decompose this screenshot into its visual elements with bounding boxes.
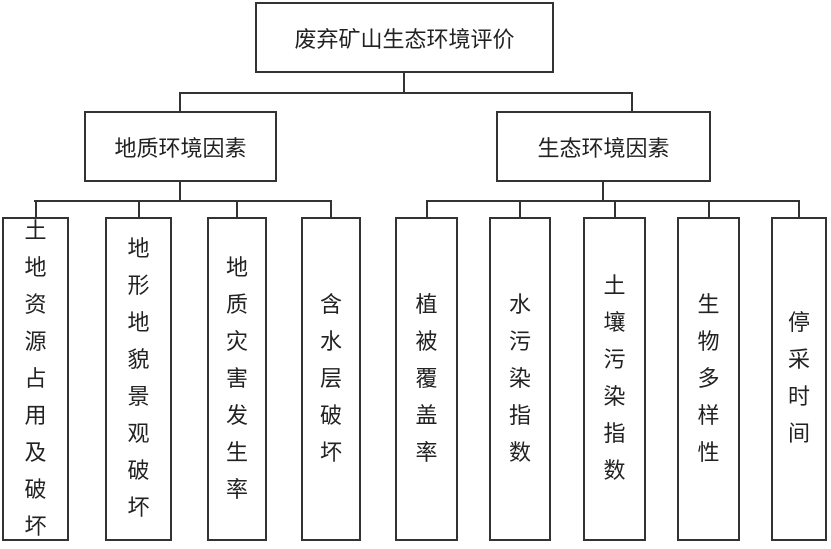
connector [179, 92, 633, 94]
leaf-node: 土壤污染指数 [583, 217, 646, 541]
leaf-label: 地质灾害发生率 [225, 255, 248, 503]
leaf-node: 地形地貌景观破坏 [105, 217, 172, 541]
connector [708, 200, 710, 219]
leaf-node: 地质灾害发生率 [207, 217, 267, 541]
group-label: 地质环境因素 [114, 136, 247, 162]
leaf-label: 生物多样性 [697, 292, 720, 466]
connector [614, 200, 616, 219]
leaf-node: 停采时间 [771, 217, 827, 541]
connector [403, 72, 405, 94]
leaf-node: 生物多样性 [677, 217, 740, 541]
root-label: 废弃矿山生态环境评价 [294, 27, 515, 53]
leaf-label: 含水层破坏 [319, 292, 342, 466]
connector [426, 200, 428, 219]
connector [631, 92, 633, 113]
connector [138, 200, 140, 219]
connector [34, 200, 332, 202]
connector [236, 200, 238, 219]
leaf-label: 土地资源占用及破坏 [24, 218, 47, 540]
root-node: 废弃矿山生态环境评价 [255, 2, 554, 73]
connector [179, 92, 181, 113]
leaf-label: 地形地貌景观破坏 [127, 237, 150, 521]
group-ecology: 生态环境因素 [496, 111, 711, 182]
connector [35, 200, 37, 219]
leaf-label: 植被覆盖率 [415, 292, 438, 466]
connector [179, 181, 181, 202]
group-label: 生态环境因素 [537, 136, 670, 162]
connector [330, 200, 332, 219]
leaf-node: 土地资源占用及破坏 [2, 217, 69, 541]
connector [602, 181, 604, 202]
leaf-node: 植被覆盖率 [395, 217, 458, 541]
leaf-label: 停采时间 [787, 311, 810, 447]
connector [519, 200, 521, 219]
leaf-node: 水污染指数 [489, 217, 551, 541]
leaf-label: 水污染指数 [508, 292, 531, 466]
leaf-node: 含水层破坏 [301, 217, 361, 541]
connector [798, 200, 800, 219]
leaf-label: 土壤污染指数 [603, 274, 626, 484]
connector [426, 200, 800, 202]
group-geology: 地质环境因素 [84, 111, 277, 182]
